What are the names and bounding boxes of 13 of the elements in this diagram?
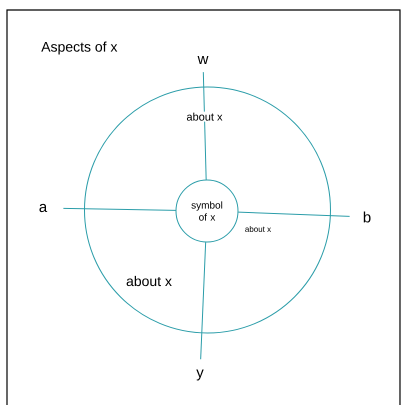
node-label: y	[196, 369, 204, 380]
connector-line	[202, 72, 207, 180]
title: Aspects of x	[41, 41, 118, 55]
node-label: b	[364, 212, 371, 222]
circle	[84, 86, 331, 334]
edge-label: about x	[185, 112, 224, 122]
connector-line	[200, 242, 206, 360]
node-label: w	[198, 56, 208, 64]
region-label: about x	[126, 276, 172, 286]
circle-node: symbol of x	[176, 180, 238, 242]
connector-line	[62, 208, 176, 211]
node-label: a	[39, 204, 48, 212]
connector-line	[238, 212, 350, 217]
